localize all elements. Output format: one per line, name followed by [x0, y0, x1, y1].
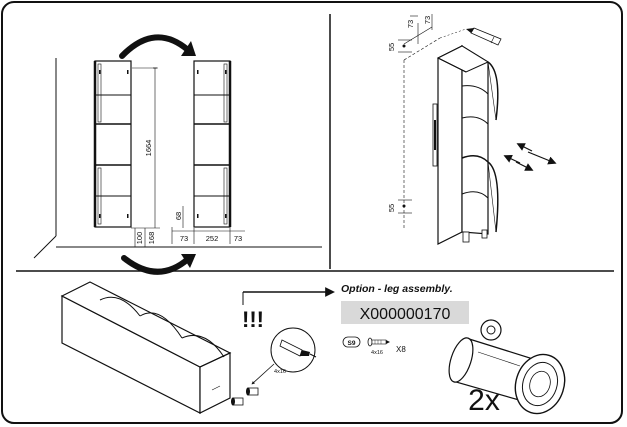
cabinet-right	[193, 60, 232, 228]
dim-height-total: 1664	[144, 140, 153, 157]
screw-quantity: X8	[396, 345, 406, 354]
article-code: X000000170	[360, 306, 451, 323]
dim-mount-top: 55	[387, 43, 396, 51]
cabinet-left	[93, 60, 132, 228]
dim-height-base: 100	[135, 232, 144, 245]
dim-height-leg: 168	[147, 232, 156, 245]
panel-wall-placement: 1664 100 168 68 73 252 73	[33, 34, 322, 275]
cabinet-lying	[60, 281, 232, 414]
leg-icon	[448, 319, 566, 415]
dim-wall-offset-1: 73	[406, 20, 415, 28]
screw-spec: S9 4x16 X8	[342, 336, 406, 356]
leg-quantity: 2x	[468, 384, 500, 417]
screw-icon	[367, 337, 390, 347]
dim-gap-top: 68	[174, 212, 183, 220]
article-code-box	[341, 301, 469, 324]
dim-width-mid: 252	[206, 234, 219, 243]
pencil-icon	[466, 27, 502, 46]
dim-width-left: 73	[180, 234, 188, 243]
flip-arrow-top	[119, 34, 191, 59]
adjust-arrows	[503, 143, 557, 171]
screw-size: 4x16	[371, 350, 383, 356]
flip-arrow-bottom	[121, 255, 191, 275]
dim-wall-offset-2: 73	[423, 16, 432, 24]
dim-width-right: 73	[234, 234, 242, 243]
leg-small	[231, 387, 259, 406]
screwdriver-detail: 4x16	[270, 327, 317, 375]
cabinet-isometric	[432, 44, 499, 245]
panel-leg-assembly: !!! 4x16 Option - leg assembly. X0000001…	[60, 281, 566, 417]
dim-mount-bottom: 55	[387, 204, 396, 212]
option-title: Option - leg assembly.	[341, 283, 453, 295]
screw-id: S9	[348, 340, 356, 347]
panel-wall-mounting: 73 73 55 55	[387, 14, 557, 245]
warning-text: !!!	[242, 307, 264, 332]
screw-size-small: 4x16	[274, 369, 286, 375]
